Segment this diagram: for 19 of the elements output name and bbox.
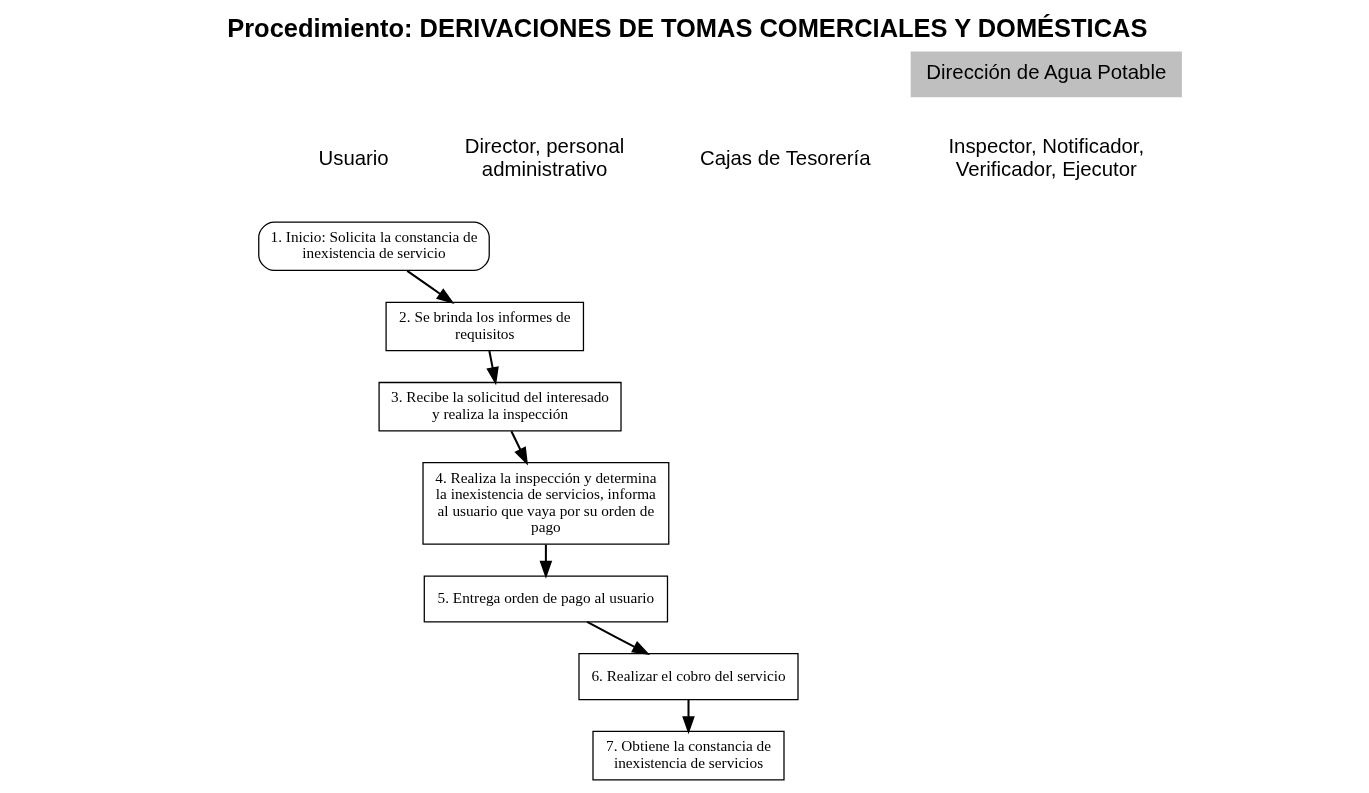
node-box: 6. Realizar el cobro del servicio xyxy=(577,653,799,701)
node-box: 5. Entrega orden de pago al usuario xyxy=(423,575,668,623)
node-box: 2. Se brinda los informes de requisitos xyxy=(384,301,584,352)
arrow xyxy=(539,544,552,579)
arrow xyxy=(485,350,499,386)
node-box: 1. Inicio: Solicita la constancia de inexistencia de servicio xyxy=(257,221,490,272)
arrow xyxy=(681,699,695,735)
arrow xyxy=(586,621,650,656)
label: Inspector, Notificador, Verificador, Ejecutor xyxy=(947,135,1144,180)
label: Director, personal administrativo xyxy=(464,135,624,180)
node-box: 4. Realiza la inspección y determina la inexistencia de servicios, informa al usuario que vaya por su orden de pago xyxy=(421,462,669,545)
label: Usuario xyxy=(318,146,389,169)
node-box: 3. Recibe la solicitud del interesado y realiza la inspección xyxy=(377,381,622,432)
label: Cajas de Tesorería xyxy=(699,146,871,169)
arrow xyxy=(406,270,454,304)
diagram-title: Procedimiento: DERIVACIONES DE TOMAS COMERCIALES Y DOMÉSTICAS xyxy=(226,14,1147,43)
node-box: 7. Obtiene la constancia de inexistencia de servicios xyxy=(591,730,785,781)
arrow xyxy=(509,430,528,466)
label: Dirección de Agua Potable xyxy=(925,61,1166,84)
